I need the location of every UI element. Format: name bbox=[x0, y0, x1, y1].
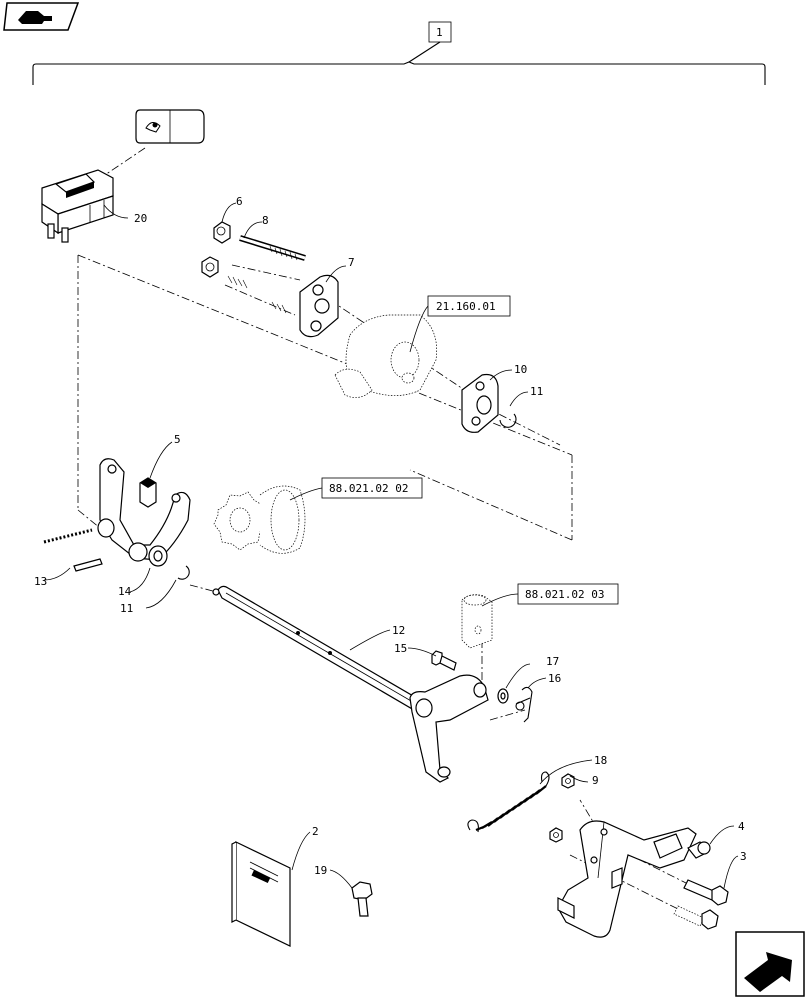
assembly-ref-label: 1 bbox=[436, 26, 443, 39]
callout-18: 18 bbox=[594, 754, 607, 767]
mounting-bracket bbox=[557, 820, 697, 938]
dowel-pin bbox=[43, 528, 93, 544]
callout-17: 17 bbox=[546, 655, 559, 668]
washer-17 bbox=[497, 688, 509, 704]
flange-plate bbox=[299, 274, 339, 338]
callout-6: 6 bbox=[236, 195, 243, 208]
callout-11: 11 bbox=[530, 385, 543, 398]
callout-15: 15 bbox=[394, 642, 407, 655]
nut-top bbox=[213, 221, 231, 244]
reference-label: 21.160.01 bbox=[436, 300, 496, 313]
reference-box-88-021-02-02[interactable]: 88.021.02 02 bbox=[321, 477, 423, 499]
operator-manual bbox=[231, 841, 291, 947]
callout-5: 5 bbox=[174, 433, 181, 446]
callout-14: 14 bbox=[118, 585, 132, 598]
home-hand-icon[interactable] bbox=[3, 2, 80, 31]
callout-7: 7 bbox=[348, 256, 355, 269]
callout-9: 9 bbox=[592, 774, 599, 787]
ghost-gear bbox=[213, 485, 306, 554]
callout-20: 20 bbox=[134, 212, 147, 225]
reference-box-88-021-02-03[interactable]: 88.021.02 03 bbox=[517, 583, 619, 605]
bolt-15 bbox=[431, 650, 457, 671]
reference-label: 88.021.02 02 bbox=[329, 482, 408, 495]
bracket-pin bbox=[687, 841, 711, 859]
callout-13: 13 bbox=[34, 575, 47, 588]
nut-lower bbox=[201, 256, 219, 278]
circlip-fork bbox=[177, 565, 190, 580]
ghost-block bbox=[461, 594, 493, 649]
rocker-switch bbox=[41, 169, 114, 243]
bolt-19 bbox=[351, 881, 373, 917]
callout-8: 8 bbox=[262, 214, 269, 227]
callout-11: 11 bbox=[120, 602, 133, 615]
callout-19: 19 bbox=[314, 864, 327, 877]
tension-spring bbox=[467, 771, 550, 833]
shift-shaft bbox=[212, 585, 421, 711]
callout-2: 2 bbox=[312, 825, 319, 838]
screw-long bbox=[239, 235, 306, 261]
switch-decal bbox=[135, 109, 205, 144]
ghost-housing bbox=[334, 314, 437, 398]
shift-fork bbox=[97, 458, 191, 567]
leader-lines bbox=[43, 202, 739, 889]
roll-pin-13 bbox=[73, 558, 103, 572]
callout-12: 12 bbox=[392, 624, 405, 637]
callout-labels: 20 6 8 7 10 11 5 13 14 11 12 15 17 16 18… bbox=[34, 195, 747, 877]
screw-lower bbox=[227, 275, 287, 314]
callout-4: 4 bbox=[738, 820, 745, 833]
callout-3: 3 bbox=[740, 850, 747, 863]
reference-label: 88.021.02 03 bbox=[525, 588, 604, 601]
bolt-3-ghost bbox=[673, 905, 719, 930]
assembly-bracket: 1 bbox=[32, 21, 766, 85]
nut-9b bbox=[549, 827, 563, 843]
circlip-top bbox=[499, 413, 517, 428]
next-page-arrow-icon[interactable] bbox=[735, 931, 805, 997]
reference-box-21-160-01[interactable]: 21.160.01 bbox=[427, 295, 511, 317]
nut-9 bbox=[561, 773, 575, 789]
callout-10: 10 bbox=[514, 363, 527, 376]
flange-bushing bbox=[461, 373, 499, 433]
selector-lever bbox=[409, 674, 489, 783]
bolt-3 bbox=[683, 879, 729, 906]
callout-16: 16 bbox=[548, 672, 561, 685]
hair-pin-16 bbox=[515, 686, 533, 723]
fork-pad bbox=[139, 477, 157, 508]
